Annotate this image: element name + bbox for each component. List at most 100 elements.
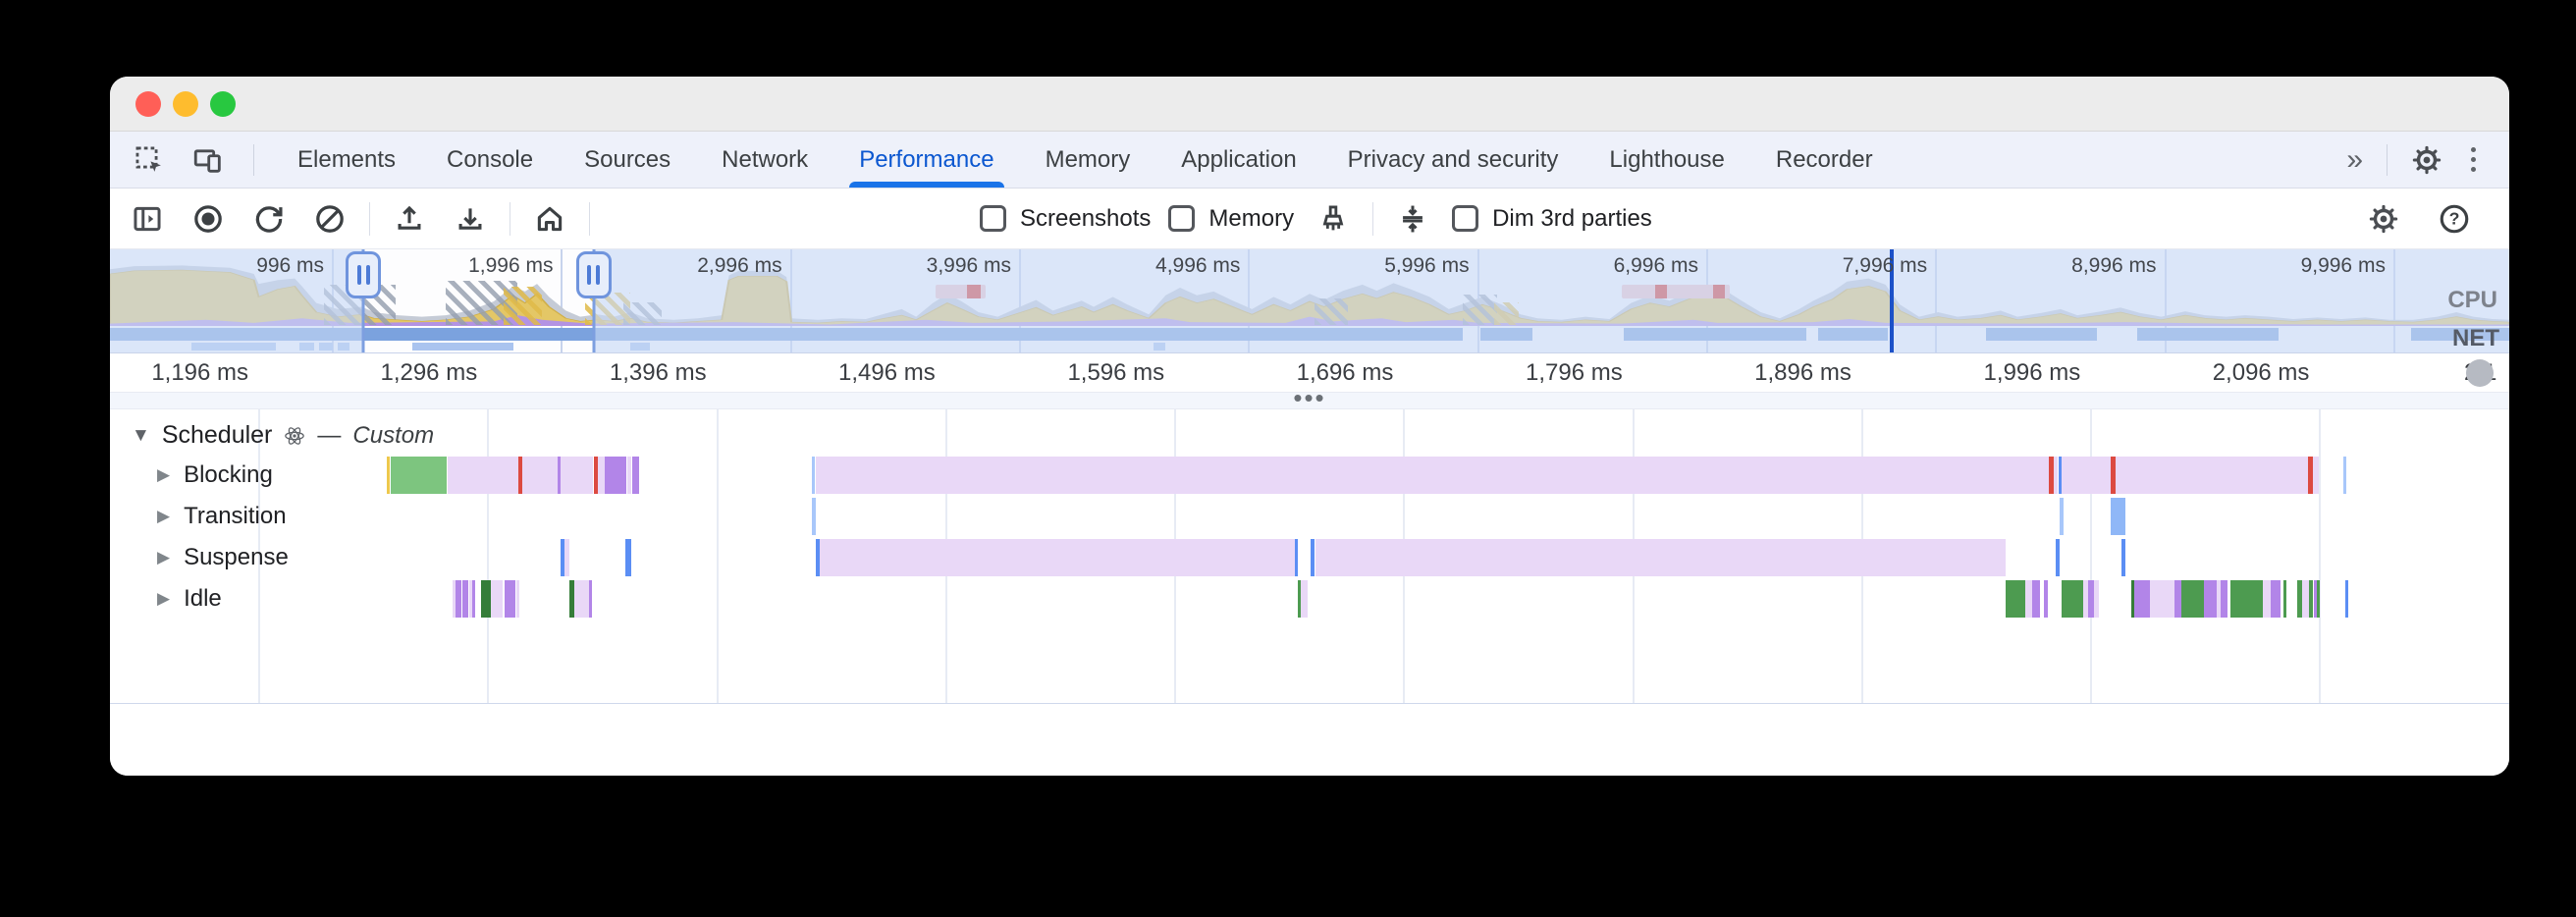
clear-icon[interactable]: [308, 197, 351, 241]
inspect-element-icon[interactable]: [128, 138, 171, 182]
flame-event-bar[interactable]: [604, 457, 626, 494]
kebab-menu-icon[interactable]: [2458, 147, 2488, 172]
flame-event-bar[interactable]: [469, 580, 473, 618]
flame-event-bar[interactable]: [2055, 539, 2061, 576]
selection-handle-left[interactable]: [346, 251, 382, 298]
flame-event-bar[interactable]: [816, 539, 820, 576]
flame-event-bar[interactable]: [472, 580, 476, 618]
flame-event-bar[interactable]: [2282, 580, 2286, 618]
help-icon[interactable]: ?: [2433, 197, 2476, 241]
flame-event-bar[interactable]: [2131, 580, 2135, 618]
home-icon[interactable]: [528, 197, 571, 241]
flame-event-bar[interactable]: [2111, 498, 2126, 535]
capture-settings-gear-icon[interactable]: [2362, 197, 2405, 241]
flame-event-bar[interactable]: [624, 539, 631, 576]
flame-event-bar[interactable]: [2174, 580, 2182, 618]
flame-event-bar[interactable]: [2006, 580, 2026, 618]
flame-event-bar[interactable]: [2088, 580, 2095, 618]
flame-event-bar[interactable]: [2204, 580, 2218, 618]
tab-network[interactable]: Network: [696, 132, 833, 188]
flame-event-bar[interactable]: [517, 457, 523, 494]
flame-event-bar[interactable]: [626, 457, 631, 494]
flame-event-bar[interactable]: [598, 457, 605, 494]
more-tabs-icon[interactable]: »: [2346, 142, 2363, 176]
flame-event-bar[interactable]: [2342, 457, 2347, 494]
track-label-suspense[interactable]: ▶Suspense: [157, 544, 289, 571]
flame-event-bar[interactable]: [2150, 580, 2175, 618]
flame-event-bar[interactable]: [815, 457, 2049, 494]
settings-gear-icon[interactable]: [2405, 138, 2448, 182]
flame-event-bar[interactable]: [2053, 457, 2059, 494]
flame-event-bar[interactable]: [558, 457, 562, 494]
flame-event-bar[interactable]: [812, 498, 817, 535]
track-label-transition[interactable]: ▶Transition: [157, 503, 287, 530]
flame-event-bar[interactable]: [455, 580, 462, 618]
tab-application[interactable]: Application: [1155, 132, 1321, 188]
window-titlebar[interactable]: [110, 77, 2509, 132]
flame-event-bar[interactable]: [453, 580, 456, 618]
flame-event-bar[interactable]: [481, 580, 492, 618]
flame-chart-tracks[interactable]: ▼Scheduler—Custom▶Blocking▶Transition▶Su…: [110, 409, 2509, 703]
flame-event-bar[interactable]: [2181, 580, 2205, 618]
expand-triangle-icon[interactable]: ▶: [157, 465, 171, 484]
collect-garbage-icon[interactable]: [1312, 197, 1355, 241]
vertical-scrollbar-thumb[interactable]: [2466, 359, 2494, 387]
flame-event-bar[interactable]: [2083, 580, 2089, 618]
expand-triangle-icon[interactable]: ▶: [157, 507, 171, 525]
flame-event-bar[interactable]: [2313, 457, 2320, 494]
flame-event-bar[interactable]: [2307, 457, 2313, 494]
tab-recorder[interactable]: Recorder: [1750, 132, 1899, 188]
flame-event-bar[interactable]: [2025, 580, 2033, 618]
close-window-button[interactable]: [135, 91, 161, 117]
flame-event-bar[interactable]: [2059, 498, 2064, 535]
flame-event-bar[interactable]: [2032, 580, 2041, 618]
flame-event-bar[interactable]: [522, 457, 559, 494]
flame-event-bar[interactable]: [2296, 580, 2302, 618]
flame-event-bar[interactable]: [515, 580, 519, 618]
expand-triangle-icon[interactable]: ▶: [157, 548, 171, 566]
tab-elements[interactable]: Elements: [272, 132, 421, 188]
panel-resize-handle[interactable]: •••: [110, 385, 2509, 410]
flame-event-bar[interactable]: [2263, 580, 2271, 618]
track-label-idle[interactable]: ▶Idle: [157, 585, 222, 613]
track-group-header[interactable]: ▼Scheduler—Custom: [132, 421, 434, 450]
screenshots-checkbox[interactable]: [980, 205, 1006, 232]
device-toolbar-icon[interactable]: [187, 138, 230, 182]
upload-profile-icon[interactable]: [388, 197, 431, 241]
tab-console[interactable]: Console: [421, 132, 559, 188]
flame-event-bar[interactable]: [2110, 457, 2116, 494]
flame-event-bar[interactable]: [2120, 539, 2126, 576]
flame-event-bar[interactable]: [2048, 457, 2054, 494]
flame-event-bar[interactable]: [2116, 457, 2308, 494]
tab-memory[interactable]: Memory: [1020, 132, 1156, 188]
dim-3rd-parties-checkbox[interactable]: [1452, 205, 1479, 232]
flame-event-bar[interactable]: [2044, 580, 2048, 618]
flame-event-bar[interactable]: [561, 457, 594, 494]
flame-event-bar[interactable]: [1298, 580, 1302, 618]
flame-event-bar[interactable]: [2134, 580, 2151, 618]
flame-event-bar[interactable]: [1301, 580, 1309, 618]
memory-checkbox[interactable]: [1168, 205, 1196, 232]
tab-lighthouse[interactable]: Lighthouse: [1583, 132, 1749, 188]
flame-event-bar[interactable]: [2230, 580, 2264, 618]
flame-event-bar[interactable]: [2313, 580, 2317, 618]
tab-sources[interactable]: Sources: [559, 132, 696, 188]
flame-event-bar[interactable]: [2345, 580, 2349, 618]
flame-event-bar[interactable]: [560, 539, 564, 576]
flame-event-bar[interactable]: [2062, 457, 2111, 494]
flame-event-bar[interactable]: [574, 580, 590, 618]
zoom-window-button[interactable]: [210, 91, 236, 117]
flame-event-bar[interactable]: [811, 457, 816, 494]
flame-event-bar[interactable]: [2058, 457, 2062, 494]
flame-event-bar[interactable]: [2094, 580, 2100, 618]
collapse-triangle-icon[interactable]: ▼: [132, 424, 150, 446]
flame-event-bar[interactable]: [1295, 539, 1299, 576]
flame-event-bar[interactable]: [491, 580, 504, 618]
toggle-sidebar-icon[interactable]: [126, 197, 169, 241]
flame-event-bar[interactable]: [2309, 580, 2314, 618]
flame-event-bar[interactable]: [2061, 580, 2083, 618]
flame-event-bar[interactable]: [569, 580, 574, 618]
flame-event-bar[interactable]: [593, 457, 599, 494]
record-and-reload-icon[interactable]: [247, 197, 291, 241]
